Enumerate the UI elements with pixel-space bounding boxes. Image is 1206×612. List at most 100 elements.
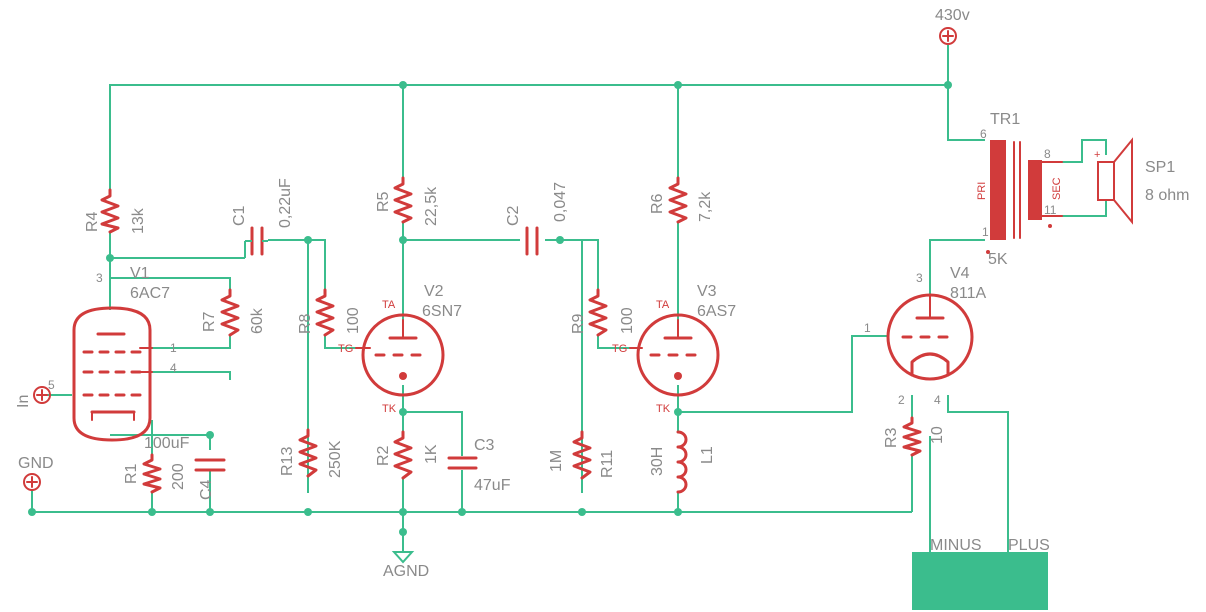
svg-text:3: 3 (96, 271, 103, 285)
svg-text:V4: V4 (950, 265, 970, 282)
svg-text:430v: 430v (935, 7, 970, 24)
speaker-sp1: + SP1 8 ohm (1094, 137, 1189, 225)
svg-text:SEC: SEC (1051, 177, 1063, 200)
resistor-r5: R5 22,5k (375, 176, 440, 226)
svg-text:SP1: SP1 (1145, 159, 1175, 176)
svg-text:13k: 13k (130, 207, 147, 234)
svg-text:6AS7: 6AS7 (697, 303, 736, 320)
svg-text:R5: R5 (375, 191, 392, 212)
resistor-r13: R13 250K (279, 428, 344, 478)
svg-text:V2: V2 (424, 283, 444, 300)
resistor-r9: R9 100 (570, 288, 636, 337)
svg-text:8: 8 (1044, 147, 1051, 161)
svg-text:1: 1 (170, 341, 177, 355)
svg-text:4: 4 (934, 393, 941, 407)
svg-text:R8: R8 (297, 313, 314, 334)
resistor-r8: R8 100 (297, 288, 362, 337)
heater-power-connector: MINUS PLUS (912, 537, 1050, 610)
svg-text:100: 100 (345, 307, 362, 334)
svg-text:C1: C1 (231, 205, 248, 226)
capacitor-c1: C1 0,22uF (231, 178, 294, 258)
svg-text:200: 200 (170, 463, 187, 490)
svg-text:MINUS: MINUS (930, 537, 982, 554)
svg-text:6SN7: 6SN7 (422, 303, 462, 320)
svg-text:1K: 1K (423, 444, 440, 464)
svg-text:8 ohm: 8 ohm (1145, 187, 1189, 204)
svg-text:R6: R6 (649, 193, 666, 214)
svg-text:R9: R9 (570, 313, 587, 334)
svg-text:C3: C3 (474, 437, 495, 454)
capacitor-c3: C3 47uF (447, 437, 511, 494)
svg-text:TA: TA (656, 299, 670, 311)
tube-v3-triode: TA TG TK V3 6AS7 (612, 283, 736, 415)
svg-text:PLUS: PLUS (1008, 537, 1050, 554)
svg-text:11: 11 (1044, 203, 1057, 217)
tube-v4-triode: 3 1 2 4 V4 811A (864, 265, 987, 407)
capacitor-c2: C2 0,047 (505, 182, 569, 256)
resistor-r6: R6 7,2k (649, 176, 714, 224)
svg-text:60k: 60k (249, 307, 266, 334)
svg-text:100uF: 100uF (144, 435, 190, 452)
resistor-r2: R2 1K (375, 430, 440, 480)
svg-text:47uF: 47uF (474, 477, 511, 494)
svg-text:0,047: 0,047 (552, 182, 569, 222)
resistor-r11: 1M R11 (548, 430, 616, 480)
svg-text:2: 2 (898, 393, 905, 407)
svg-text:R2: R2 (375, 445, 392, 466)
svg-text:TK: TK (656, 403, 671, 415)
svg-text:7,2k: 7,2k (697, 191, 714, 222)
svg-text:6AC7: 6AC7 (130, 285, 170, 302)
resistor-r3: R3 10 (883, 416, 946, 457)
svg-text:+: + (1094, 149, 1100, 161)
svg-text:0,22uF: 0,22uF (277, 178, 294, 228)
svg-text:TG: TG (612, 343, 627, 355)
svg-text:10: 10 (929, 426, 946, 444)
tube-v1-pentode: 3 1 4 5 V1 6AC7 (48, 265, 177, 442)
capacitor-c4: 100uF C4 (144, 435, 226, 500)
agnd-symbol: AGND (383, 551, 429, 580)
svg-text:TG: TG (338, 343, 353, 355)
svg-text:5K: 5K (988, 251, 1008, 268)
svg-text:22,5k: 22,5k (423, 186, 440, 226)
svg-text:100: 100 (619, 307, 636, 334)
svg-text:30H: 30H (649, 447, 666, 476)
resistor-r7: R7 60k (201, 288, 266, 337)
svg-text:GND: GND (18, 455, 54, 472)
svg-text:C2: C2 (505, 205, 522, 226)
inductor-l1: 30H L1 (649, 430, 716, 494)
svg-text:L1: L1 (699, 446, 716, 464)
svg-text:4: 4 (170, 361, 177, 375)
svg-text:5: 5 (48, 378, 55, 392)
svg-text:TA: TA (382, 299, 396, 311)
svg-text:PRI: PRI (976, 182, 988, 200)
svg-text:R7: R7 (201, 311, 218, 332)
gnd-terminal: GND (18, 455, 54, 491)
svg-text:R1: R1 (123, 463, 140, 484)
wires (31, 45, 1107, 552)
resistor-r1: R1 200 (123, 453, 187, 494)
svg-text:R13: R13 (279, 447, 296, 476)
svg-text:6: 6 (980, 127, 987, 141)
svg-text:1M: 1M (548, 450, 565, 472)
svg-text:811A: 811A (950, 285, 987, 302)
svg-text:R3: R3 (883, 427, 900, 448)
svg-text:C4: C4 (198, 479, 215, 500)
tube-v2-triode: TA TG TK V2 6SN7 (338, 283, 462, 415)
svg-text:1: 1 (982, 225, 989, 239)
svg-text:In: In (15, 395, 32, 408)
svg-text:V1: V1 (130, 265, 150, 282)
supply-terminal-430v: 430v (935, 7, 970, 45)
transformer-tr1: TR1 PRI SEC 6 1 8 11 5K (976, 111, 1063, 268)
svg-text:250K: 250K (327, 440, 344, 478)
resistor-r4: R4 13k (84, 188, 147, 234)
svg-text:3: 3 (916, 271, 923, 285)
input-terminal: In (15, 386, 51, 408)
svg-text:R4: R4 (84, 211, 101, 232)
svg-text:R11: R11 (599, 450, 616, 478)
svg-text:AGND: AGND (383, 563, 429, 580)
junction-dots (28, 81, 952, 536)
svg-text:TK: TK (382, 403, 397, 415)
svg-text:V3: V3 (697, 283, 717, 300)
svg-text:TR1: TR1 (990, 111, 1020, 128)
